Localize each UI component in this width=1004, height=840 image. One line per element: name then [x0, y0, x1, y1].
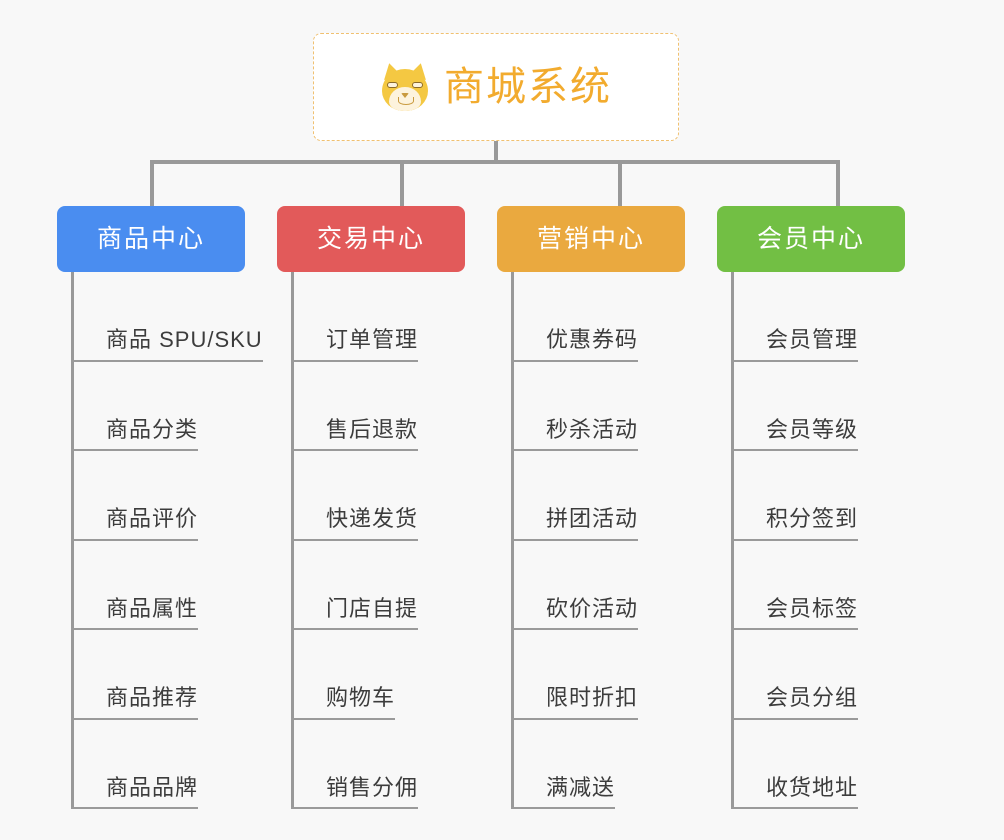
category-column-2: 营销中心优惠券码秒杀活动拼团活动砍价活动限时折扣满减送 — [497, 206, 717, 809]
leaf-item-label: 会员等级 — [766, 417, 859, 451]
leaf-item-label: 优惠券码 — [546, 328, 639, 362]
leaf-item-label: 会员分组 — [766, 686, 859, 720]
leaf-item[interactable]: 销售分佣 — [291, 720, 497, 809]
leaf-item-label: 快递发货 — [326, 507, 419, 541]
category-box-2[interactable]: 营销中心 — [497, 206, 685, 272]
leaf-item[interactable]: 门店自提 — [291, 541, 497, 630]
leaf-item[interactable]: 会员等级 — [731, 362, 937, 451]
leaf-item[interactable]: 满减送 — [511, 720, 717, 809]
leaf-item-label: 满减送 — [546, 775, 616, 809]
leaf-list: 会员管理会员等级积分签到会员标签会员分组收货地址 — [731, 272, 937, 809]
leaf-list: 商品 SPU/SKU 商品分类商品评价商品属性商品推荐商品品牌 — [71, 272, 277, 809]
leaf-item-label: 拼团活动 — [546, 507, 639, 541]
leaf-list: 优惠券码秒杀活动拼团活动砍价活动限时折扣满减送 — [511, 272, 717, 809]
leaf-item[interactable]: 购物车 — [291, 630, 497, 720]
leaf-item[interactable]: 商品推荐 — [71, 630, 277, 720]
leaf-item[interactable]: 会员分组 — [731, 630, 937, 720]
leaf-item-label: 门店自提 — [326, 596, 419, 630]
leaf-item[interactable]: 订单管理 — [291, 272, 497, 362]
category-box-0[interactable]: 商品中心 — [57, 206, 245, 272]
leaf-item[interactable]: 拼团活动 — [511, 451, 717, 541]
connector-drop-1 — [150, 160, 154, 208]
root-title: 商城系统 — [444, 65, 612, 109]
leaf-item-label: 收货地址 — [766, 775, 859, 809]
category-box-3[interactable]: 会员中心 — [717, 206, 905, 272]
leaf-item[interactable]: 优惠券码 — [511, 272, 717, 362]
connector-horizontal-bus — [150, 160, 840, 164]
leaf-item-label: 会员标签 — [766, 596, 859, 630]
category-label: 商品中心 — [96, 224, 205, 253]
leaf-item[interactable]: 商品 SPU/SKU — [71, 272, 277, 362]
category-column-1: 交易中心订单管理售后退款快递发货门店自提购物车销售分佣 — [277, 206, 497, 809]
category-column-3: 会员中心会员管理会员等级积分签到会员标签会员分组收货地址 — [717, 206, 937, 809]
leaf-list: 订单管理售后退款快递发货门店自提购物车销售分佣 — [291, 272, 497, 809]
leaf-item[interactable]: 秒杀活动 — [511, 362, 717, 451]
category-label: 会员中心 — [756, 224, 865, 253]
category-label: 交易中心 — [316, 224, 425, 253]
leaf-item[interactable]: 商品属性 — [71, 541, 277, 630]
leaf-item-label: 商品推荐 — [106, 686, 199, 720]
connector-drop-4 — [836, 160, 840, 208]
leaf-item-label: 商品 SPU/SKU — [106, 328, 263, 362]
leaf-item[interactable]: 收货地址 — [731, 720, 937, 809]
leaf-item[interactable]: 限时折扣 — [511, 630, 717, 720]
leaf-item[interactable]: 商品评价 — [71, 451, 277, 541]
connector-drop-2 — [400, 160, 404, 208]
connector-drop-3 — [618, 160, 622, 208]
root-node[interactable]: 商城系统 — [313, 33, 679, 141]
category-box-1[interactable]: 交易中心 — [277, 206, 465, 272]
leaf-item-label: 会员管理 — [766, 328, 859, 362]
leaf-item-label: 购物车 — [326, 686, 396, 720]
leaf-item[interactable]: 会员管理 — [731, 272, 937, 362]
shiba-dog-icon — [380, 61, 430, 111]
leaf-item-label: 商品评价 — [106, 507, 199, 541]
leaf-item[interactable]: 商品分类 — [71, 362, 277, 451]
connector-root-stem — [494, 141, 498, 163]
category-column-0: 商品中心商品 SPU/SKU 商品分类商品评价商品属性商品推荐商品品牌 — [57, 206, 277, 809]
leaf-item-label: 商品属性 — [106, 596, 199, 630]
leaf-item-label: 销售分佣 — [326, 775, 419, 809]
leaf-item-label: 砍价活动 — [546, 596, 639, 630]
category-label: 营销中心 — [536, 224, 645, 253]
leaf-item[interactable]: 售后退款 — [291, 362, 497, 451]
leaf-item-label: 商品分类 — [106, 417, 199, 451]
leaf-item[interactable]: 商品品牌 — [71, 720, 277, 809]
leaf-item-label: 限时折扣 — [546, 686, 639, 720]
leaf-item[interactable]: 会员标签 — [731, 541, 937, 630]
leaf-item-label: 订单管理 — [326, 328, 419, 362]
leaf-item-label: 秒杀活动 — [546, 417, 639, 451]
leaf-item[interactable]: 积分签到 — [731, 451, 937, 541]
leaf-item-label: 商品品牌 — [106, 775, 199, 809]
leaf-item[interactable]: 砍价活动 — [511, 541, 717, 630]
leaf-item[interactable]: 快递发货 — [291, 451, 497, 541]
leaf-item-label: 售后退款 — [326, 417, 419, 451]
leaf-item-label: 积分签到 — [766, 507, 859, 541]
